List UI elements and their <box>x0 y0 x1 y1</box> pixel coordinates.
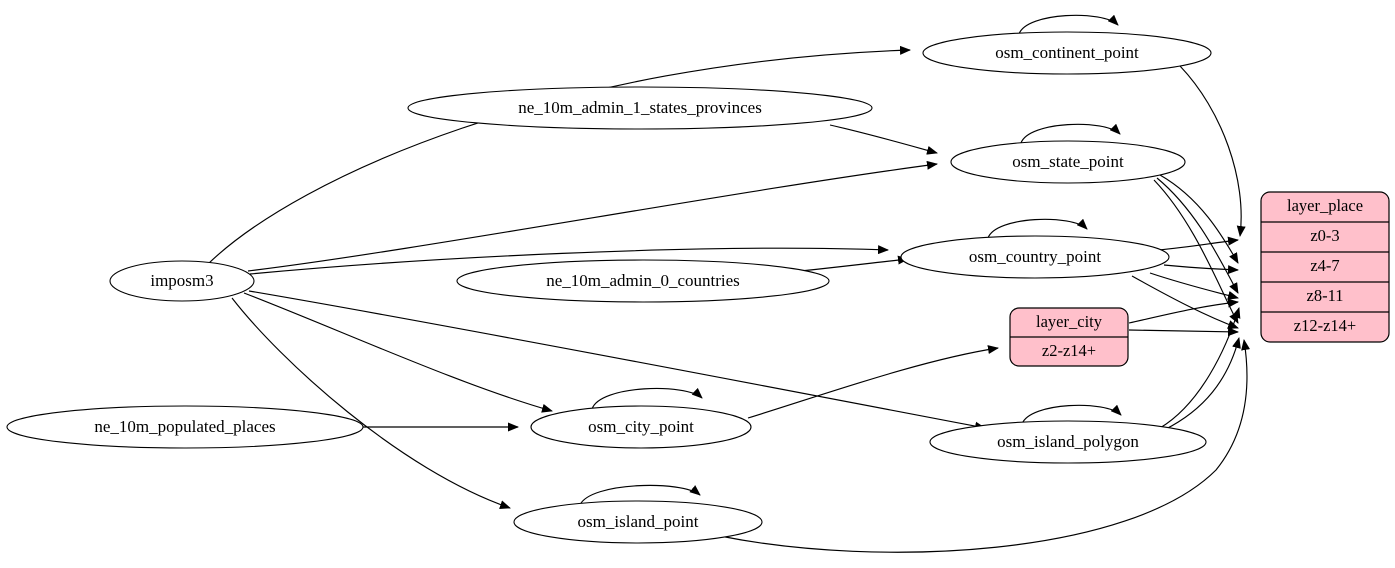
edge-imposm3-to-osm-island-point <box>231 297 511 509</box>
node-label-ne-10m-admin-0-countries: ne_10m_admin_0_countries <box>546 271 740 290</box>
edge-layer-city-to-layer-place-z12-z14 <box>1128 327 1239 337</box>
edge-osm-island-polygon-to-layer-place-z8-11 <box>1159 307 1241 429</box>
edge-layer-city-to-layer-place-z8-11 <box>1128 298 1239 324</box>
node-osm-island-polygon[interactable]: osm_island_polygon <box>929 420 1207 464</box>
edge-osm-country-point-to-layer-place-z0-3 <box>1157 236 1239 251</box>
record-node-layer-city[interactable]: layer_city z2-z14+ <box>1009 307 1129 367</box>
edge-self-loop-osm-island-point <box>579 484 701 506</box>
node-ne-10m-admin-0-countries[interactable]: ne_10m_admin_0_countries <box>456 259 830 303</box>
node-ne-10m-populated-places[interactable]: ne_10m_populated_places <box>6 405 364 449</box>
edge-imposm3-to-osm-continent-point <box>207 45 911 265</box>
edge-osm-country-point-to-layer-place-z4-7 <box>1163 264 1239 275</box>
edge-osm-island-point-to-layer-place-z12-z14 <box>719 339 1251 553</box>
edges-layer <box>207 14 1251 553</box>
edge-ne-countries-to-osm-country-point <box>799 255 909 272</box>
edge-self-loop-osm-continent-point <box>1018 14 1119 35</box>
edge-imposm3-to-osm-city-point <box>243 292 553 413</box>
node-label-osm-island-point: osm_island_point <box>578 512 699 531</box>
edge-osm-state-point-to-layer-place-z8-11 <box>1156 177 1239 294</box>
edge-osm-state-point-to-layer-place-z4-7 <box>1159 174 1239 264</box>
record-row-layer-place-2[interactable]: z8-11 <box>1307 286 1344 305</box>
node-label-ne-10m-populated-places: ne_10m_populated_places <box>94 417 275 436</box>
node-osm-city-point[interactable]: osm_city_point <box>530 405 752 449</box>
edge-self-loop-osm-country-point <box>987 218 1088 239</box>
edge-imposm3-to-osm-island-polygon <box>248 290 986 431</box>
record-row-layer-place-3[interactable]: z12-z14+ <box>1294 316 1356 335</box>
edge-osm-city-point-to-layer-city <box>747 345 999 419</box>
node-label-imposm3: imposm3 <box>150 271 213 290</box>
edge-osm-country-point-to-layer-place-z12-z14 <box>1131 275 1239 329</box>
node-label-osm-continent-point: osm_continent_point <box>995 43 1139 62</box>
nodes-layer: imposm3 ne_10m_admin_1_states_provinces … <box>6 31 1390 544</box>
record-row-layer-place-0[interactable]: z0-3 <box>1310 226 1339 245</box>
node-osm-state-point[interactable]: osm_state_point <box>950 140 1186 184</box>
edge-imposm3-to-osm-country-point <box>249 245 889 275</box>
record-row-layer-city-0[interactable]: z2-z14+ <box>1042 341 1096 360</box>
node-osm-country-point[interactable]: osm_country_point <box>900 235 1170 279</box>
node-label-osm-city-point: osm_city_point <box>588 417 694 436</box>
edge-osm-island-polygon-to-layer-place-z12-z14 <box>1163 337 1241 431</box>
record-node-layer-place[interactable]: layer_place z0-3 z4-7 z8-11 z12-z14+ <box>1260 191 1390 343</box>
edge-ne-states-to-osm-state-point <box>829 124 938 155</box>
edge-osm-state-point-to-layer-place-z12-z14 <box>1153 179 1239 324</box>
edge-osm-continent-point-to-layer-place-z0-3 <box>1179 65 1246 237</box>
node-label-osm-island-polygon: osm_island_polygon <box>997 432 1139 451</box>
node-label-osm-country-point: osm_country_point <box>969 247 1101 266</box>
edge-self-loop-osm-island-polygon <box>1021 404 1122 425</box>
node-osm-island-point[interactable]: osm_island_point <box>513 500 763 544</box>
record-row-layer-place-1[interactable]: z4-7 <box>1310 256 1339 275</box>
node-label-ne-10m-admin-1-states-provinces: ne_10m_admin_1_states_provinces <box>518 98 762 117</box>
record-title-layer-city: layer_city <box>1036 312 1103 331</box>
record-title-layer-place: layer_place <box>1287 196 1363 215</box>
node-label-osm-state-point: osm_state_point <box>1012 152 1124 171</box>
node-imposm3[interactable]: imposm3 <box>109 260 255 302</box>
edge-imposm3-to-osm-state-point <box>247 160 938 272</box>
node-ne-10m-admin-1-states-provinces[interactable]: ne_10m_admin_1_states_provinces <box>407 86 873 130</box>
edge-self-loop-osm-city-point <box>591 387 703 410</box>
node-osm-continent-point[interactable]: osm_continent_point <box>922 31 1212 75</box>
edge-osm-country-point-to-layer-place-z8-11 <box>1149 272 1239 300</box>
edge-self-loop-osm-state-point <box>1020 123 1121 144</box>
